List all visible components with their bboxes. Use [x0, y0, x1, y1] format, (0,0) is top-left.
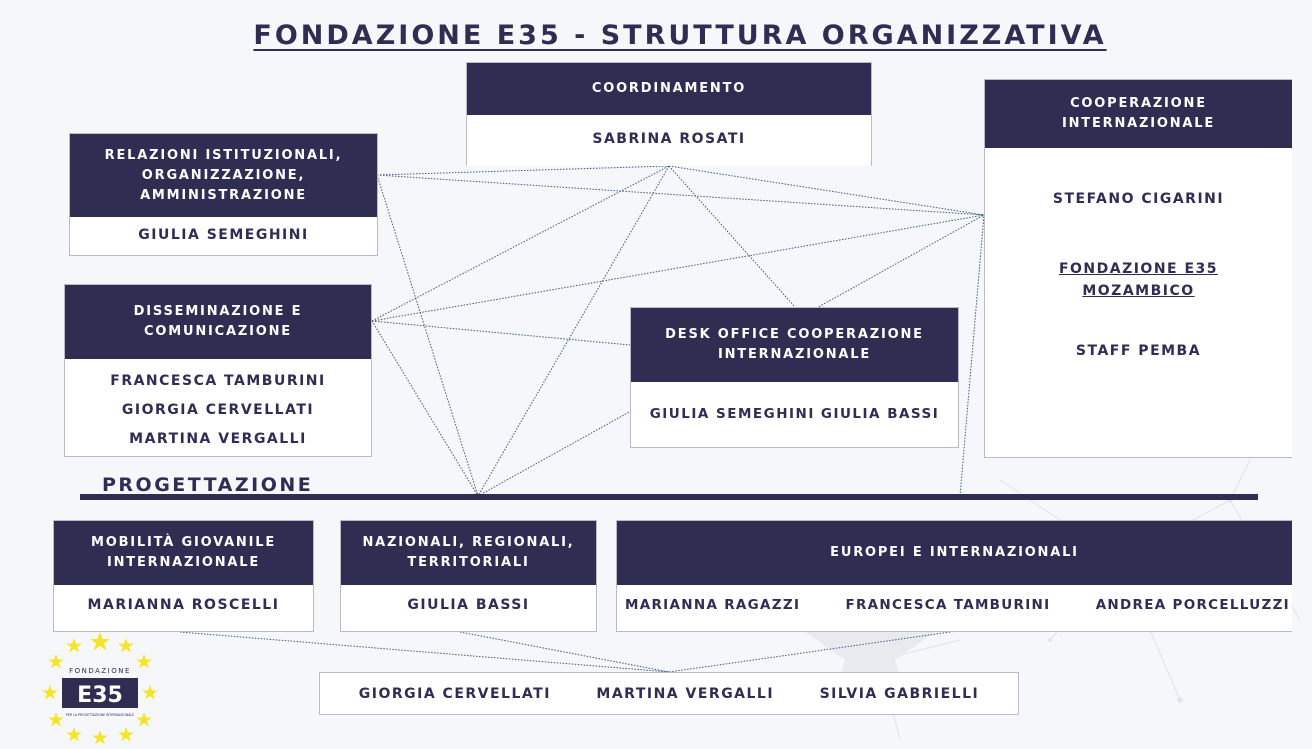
disseminazione-title: DISSEMINAZIONE E COMUNICAZIONE	[65, 285, 371, 359]
shared-team-person: MARTINA VERGALLI	[596, 685, 775, 702]
cooperazione-title-line: COOPERAZIONE	[1070, 96, 1207, 111]
staff-pemba: STAFF PEMBA	[1075, 343, 1202, 359]
disseminazione-person: GIORGIA CERVELLATI	[121, 402, 315, 418]
shared-team-box: GIORGIA CERVELLATI MARTINA VERGALLI SILV…	[319, 672, 1019, 715]
desk-office-title-line: INTERNAZIONALE	[717, 347, 872, 362]
logo-main-text: E35	[77, 683, 123, 708]
desk-office-title: DESK OFFICE COOPERAZIONE INTERNAZIONALE	[631, 308, 958, 382]
mobilita-giovanile-box: MOBILITÀ GIOVANILE INTERNAZIONALE MARIAN…	[53, 520, 314, 632]
section-divider	[80, 494, 1258, 500]
nazionali-regionali-box: NAZIONALI, REGIONALI, TERRITORIALI GIULI…	[340, 520, 597, 632]
europei-title: EUROPEI E INTERNAZIONALI	[617, 521, 1292, 585]
fondazione-mozambico-link[interactable]: MOZAMBICO	[1082, 283, 1195, 299]
cooperazione-title: COOPERAZIONE INTERNAZIONALE	[985, 80, 1292, 148]
disseminazione-title-line: DISSEMINAZIONE E	[133, 304, 303, 319]
mobilita-person: MARIANNA ROSCELLI	[87, 597, 280, 613]
mobilita-title-line: MOBILITÀ GIOVANILE	[90, 535, 277, 550]
desk-office-person: GIULIA SEMEGHINI	[649, 406, 815, 422]
europei-person: ANDREA PORCELLUZZI	[1095, 597, 1290, 613]
mobilita-title: MOBILITÀ GIOVANILE INTERNAZIONALE	[54, 521, 313, 585]
logo-top-text: FONDAZIONE	[69, 667, 131, 675]
cooperazione-internazionale-box: COOPERAZIONE INTERNAZIONALE STEFANO CIGA…	[984, 79, 1292, 458]
disseminazione-person: FRANCESCA TAMBURINI	[110, 373, 326, 389]
desk-office-title-line: DESK OFFICE COOPERAZIONE	[665, 327, 924, 342]
relazioni-title-line: AMMINISTRAZIONE	[140, 187, 307, 203]
fondazione-e35-logo: FONDAZIONE E35 PER LA PROGETTAZIONE INTE…	[42, 632, 158, 745]
disseminazione-box: DISSEMINAZIONE E COMUNICAZIONE FRANCESCA…	[64, 284, 372, 457]
logo-tagline: PER LA PROGETTAZIONE INTERNAZIONALE	[66, 713, 134, 717]
shared-team-person: GIORGIA CERVELLATI	[358, 685, 551, 702]
relazioni-title-line: RELAZIONI ISTITUZIONALI,	[104, 147, 343, 163]
nazionali-title-line: TERRITORIALI	[407, 555, 530, 570]
relazioni-person: GIULIA SEMEGHINI	[138, 227, 309, 243]
desk-office-person: GIULIA BASSI	[820, 406, 940, 422]
desk-office-box: DESK OFFICE COOPERAZIONE INTERNAZIONALE …	[630, 307, 959, 448]
mobilita-title-line: INTERNAZIONALE	[106, 555, 261, 570]
page-title: FONDAZIONE E35 - STRUTTURA ORGANIZZATIVA	[253, 20, 1107, 51]
cooperazione-person: STEFANO CIGARINI	[1052, 191, 1225, 207]
nazionali-person: GIULIA BASSI	[407, 597, 530, 613]
nazionali-title-line: NAZIONALI, REGIONALI,	[362, 535, 575, 550]
cooperazione-title-line: INTERNAZIONALE	[1061, 116, 1216, 131]
relazioni-istituzionali-title: RELAZIONI ISTITUZIONALI, ORGANIZZAZIONE,…	[70, 134, 377, 217]
fondazione-mozambico-link[interactable]: FONDAZIONE E35	[1058, 261, 1219, 277]
relazioni-title-line: ORGANIZZAZIONE,	[141, 167, 306, 183]
disseminazione-person: MARTINA VERGALLI	[129, 431, 307, 447]
relazioni-istituzionali-box: RELAZIONI ISTITUZIONALI, ORGANIZZAZIONE,…	[69, 133, 378, 256]
coordinamento-box: COORDINAMENTO SABRINA ROSATI	[466, 62, 872, 166]
disseminazione-title-line: COMUNICAZIONE	[144, 324, 292, 339]
europei-person: FRANCESCA TAMBURINI	[845, 597, 1051, 613]
europei-person: MARIANNA RAGAZZI	[625, 597, 801, 613]
section-label-progettazione: PROGETTAZIONE	[102, 474, 314, 496]
coordinamento-title: COORDINAMENTO	[467, 63, 871, 115]
coordinamento-person: SABRINA ROSATI	[592, 131, 746, 147]
nazionali-title: NAZIONALI, REGIONALI, TERRITORIALI	[341, 521, 596, 585]
europei-internazionali-box: EUROPEI E INTERNAZIONALI MARIANNA RAGAZZ…	[616, 520, 1292, 632]
shared-team-person: SILVIA GABRIELLI	[819, 685, 980, 702]
